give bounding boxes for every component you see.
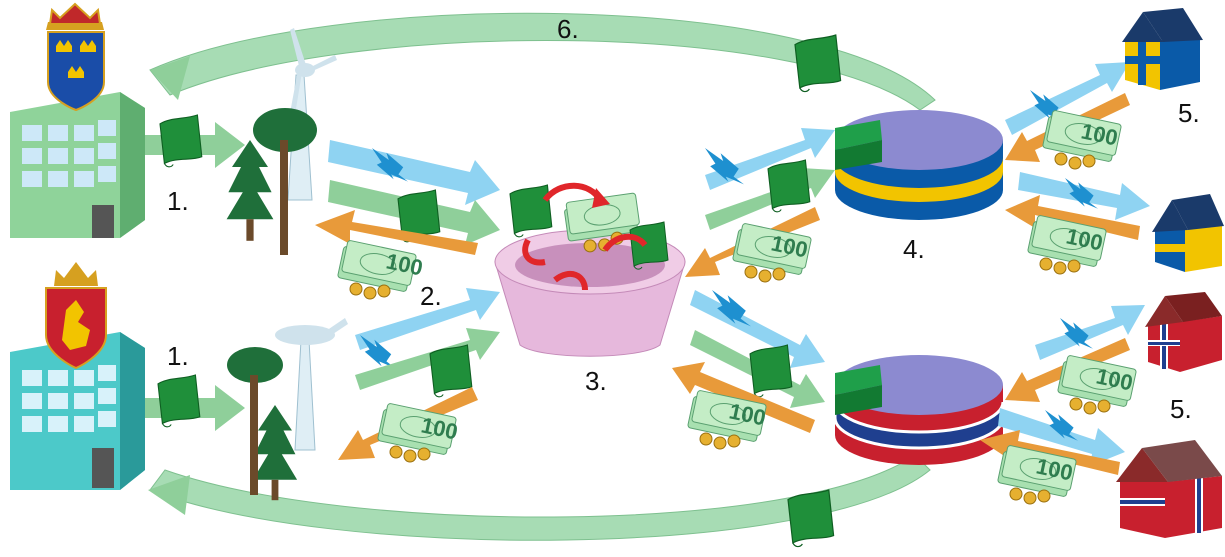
certificate-return-arrow-bottom — [149, 454, 931, 541]
power-flow-arrow — [1035, 305, 1145, 360]
power-flow-arrow — [998, 408, 1125, 466]
government-building-icon — [10, 332, 145, 490]
step-label-5-bottom: 5. — [1170, 394, 1192, 424]
arrowhead-bottom-left — [148, 475, 190, 515]
pie-chart-icon — [833, 355, 1005, 465]
money-flow-arrow — [980, 430, 1120, 475]
money-flow-arrow — [672, 362, 815, 433]
exchange-cycle-arrowhead — [592, 188, 610, 208]
step-label-4: 4. — [903, 234, 925, 264]
market-bowl-icon — [494, 229, 686, 357]
certificate-document-icon — [157, 374, 201, 428]
power-flow-arrow — [705, 128, 835, 190]
power-flow-arrow — [328, 140, 500, 205]
step-label-1-bottom: 1. — [167, 341, 189, 371]
arrowhead-top-left — [150, 56, 190, 100]
exchange-cycle-arrow — [602, 233, 648, 252]
step-label-2: 2. — [420, 281, 442, 311]
certificate-document-icon — [787, 489, 835, 548]
forest-trees-icon — [226, 108, 317, 255]
certificate-document-icon — [429, 344, 473, 398]
step-label-1-top: 1. — [167, 186, 189, 216]
certificate-return-arrow-top — [149, 12, 936, 111]
house-icon — [1152, 194, 1224, 272]
house-icon — [1122, 8, 1203, 90]
money-flow-arrow — [1005, 195, 1140, 240]
certificate-document-icon — [509, 184, 553, 238]
exchange-cycle-arrow — [553, 270, 588, 291]
certificate-document-icon — [794, 34, 842, 93]
certificate-document-icon — [767, 159, 811, 213]
house-icon — [1116, 440, 1222, 538]
money-flow-arrow — [315, 210, 478, 255]
pie-chart-icon — [835, 110, 1003, 220]
certificate-document-icon — [159, 114, 203, 168]
power-flow-arrow — [355, 288, 500, 350]
step-label-5-top: 5. — [1178, 98, 1200, 128]
power-flow-arrow — [1005, 62, 1130, 135]
step-label-3: 3. — [585, 366, 607, 396]
step-label-6: 6. — [557, 14, 579, 44]
wind-turbine-icon — [275, 318, 348, 451]
house-icon — [1145, 292, 1222, 372]
norway-coat-of-arms-icon — [45, 262, 107, 370]
government-building-icon — [10, 92, 145, 238]
exchange-cycle-arrow — [542, 182, 603, 202]
forest-trees-icon — [227, 347, 298, 501]
certificate-flow-arrow — [355, 328, 500, 390]
sweden-coat-of-arms-icon — [46, 2, 105, 112]
exchange-cycle-arrow — [522, 238, 546, 266]
